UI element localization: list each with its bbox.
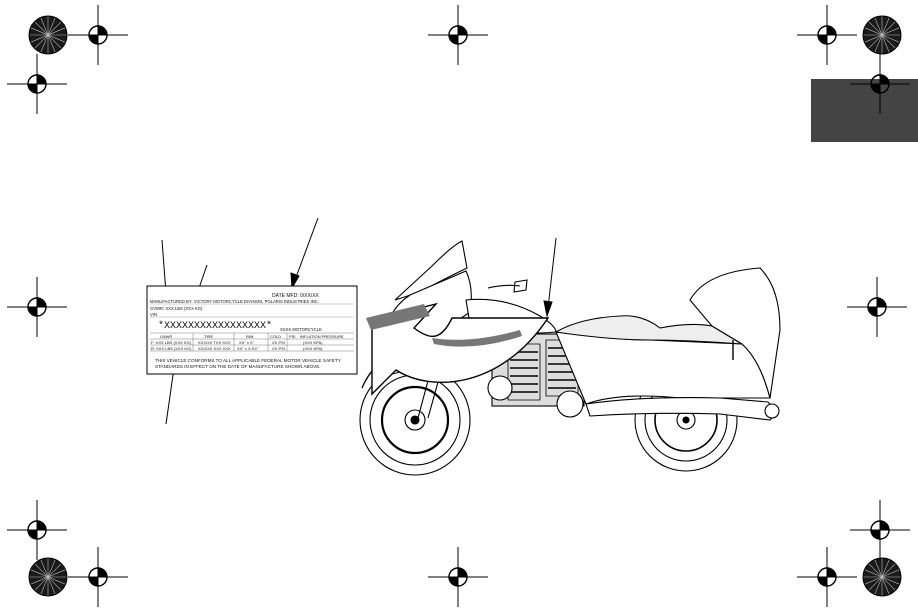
header-cold: COLD bbox=[270, 334, 281, 339]
corner-starburst-mark bbox=[28, 15, 68, 55]
rear-trunk bbox=[689, 267, 781, 399]
conformity-line-2: STANDARDS IN EFFECT ON THE DATE OF MANUF… bbox=[155, 364, 321, 369]
curved-arrow bbox=[366, 302, 550, 396]
exhaust-pipe bbox=[585, 397, 775, 421]
registration-crosshair bbox=[427, 4, 489, 66]
header-gawr: GAWR bbox=[160, 334, 172, 339]
registration-crosshair bbox=[849, 499, 911, 561]
cell-front-tire: XXX/XX TXX XXX bbox=[198, 340, 231, 345]
corner-starburst-mark bbox=[862, 15, 902, 55]
registration-crosshair bbox=[846, 276, 908, 338]
registration-crosshair bbox=[427, 546, 489, 608]
cell-rear-rim: XX" x X.XX" bbox=[237, 346, 259, 351]
seat bbox=[554, 315, 743, 345]
corner-starburst-mark bbox=[28, 557, 68, 597]
vin-label: VIN bbox=[150, 312, 157, 317]
header-psi: PSI bbox=[289, 334, 295, 339]
cell-front-rim: XX" x X" bbox=[239, 340, 255, 345]
vin-barcode-text: *XXXXXXXXXXXXXXXXX* bbox=[158, 320, 272, 332]
registration-crosshair bbox=[67, 546, 129, 608]
cell-rear-psi: XX PSI bbox=[272, 346, 285, 351]
date-manufactured: DATE MFD: 0/XX/XX bbox=[272, 293, 320, 299]
header-tire: TIRE bbox=[204, 334, 213, 339]
registration-crosshair bbox=[6, 276, 68, 338]
corner-starburst-mark bbox=[862, 557, 902, 597]
arrow-shaded-band bbox=[366, 304, 430, 330]
registration-crosshair bbox=[796, 4, 858, 66]
registration-crosshair bbox=[796, 546, 858, 608]
conformity-line-1: THIS VEHICLE CONFORMS TO ALL APPLICABLE … bbox=[155, 358, 341, 363]
cell-front-gawr: F: XXX LBS (XXX KG) bbox=[151, 340, 192, 345]
chapter-thumb-tab bbox=[811, 79, 918, 142]
tire-table: GAWR TIRE RIM COLD PSI INFLATION PRESSUR… bbox=[150, 332, 354, 352]
cell-rear-gawr: R: XXX LBS (XXX KG) bbox=[151, 346, 192, 351]
handlebar bbox=[487, 279, 528, 293]
registration-crosshair bbox=[6, 499, 68, 561]
header-rim: RIM bbox=[246, 334, 253, 339]
vin-safety-label: DATE MFD: 0/XX/XX MANUFACTURED BY: VICTO… bbox=[146, 285, 358, 375]
arrow-shaded-band bbox=[432, 330, 522, 347]
registration-crosshair bbox=[6, 53, 68, 115]
motorcycle-illustration bbox=[359, 240, 781, 476]
cell-front-kpa: (XXX KPA) bbox=[303, 340, 323, 345]
registration-crosshair bbox=[67, 4, 129, 66]
cell-front-psi: XX PSI bbox=[272, 340, 285, 345]
table-title: XXXX MOTORCYCLE bbox=[280, 327, 322, 332]
cell-rear-kpa: (XXX KPA) bbox=[303, 346, 323, 351]
label-border bbox=[146, 285, 358, 375]
header-inflation: INFLATION PRESSURE bbox=[300, 334, 344, 339]
gvwr-line: GVWR: XXX LBS (XXX KG) bbox=[150, 306, 203, 311]
manufacturer-line: MANUFACTURED BY: VICTORY MOTORCYCLE DIVI… bbox=[150, 299, 319, 304]
cell-rear-tire: XXX/XX XXX XXX bbox=[198, 346, 231, 351]
